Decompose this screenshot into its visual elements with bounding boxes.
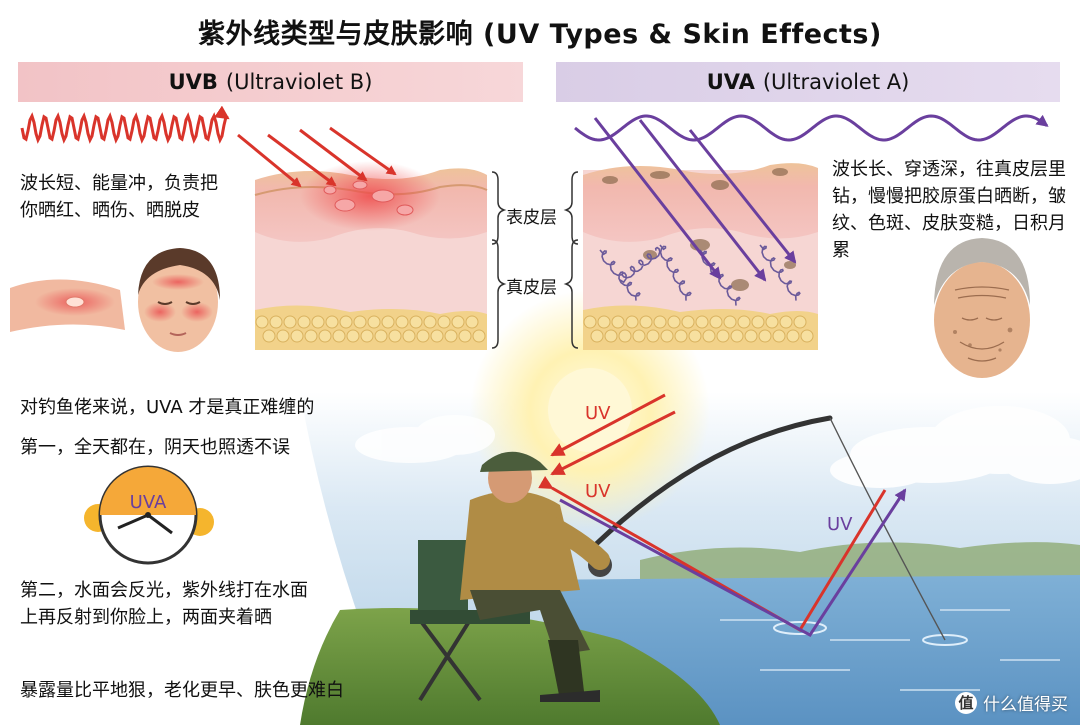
uva-skin-cross-section	[583, 163, 818, 350]
sunburned-arm	[10, 279, 125, 332]
epidermis-label: 表皮层	[506, 208, 557, 228]
uv-reflected-rays	[538, 475, 907, 637]
watermark-logo-icon: 值	[955, 691, 977, 714]
fishing-point-2: 第二，水面会反光，紫外线打在水面上再反射到你脸上，两面夹着晒	[20, 580, 308, 628]
cloud-icon	[830, 406, 1080, 488]
uva-description: 波长长、穿透深，往真皮层里钻，慢慢把胶原蛋白晒断，皱纹、色斑、皮肤变糙，日积月累	[832, 159, 1066, 261]
uvb-header-rest: (Ultraviolet B)	[225, 70, 373, 94]
page-title: 紫外线类型与皮肤影响 (UV Types & Skin Effects)	[198, 19, 882, 50]
uv-ray-label: UV	[585, 403, 611, 424]
uv-direct-rays	[550, 393, 676, 476]
fishing-intro: 对钓鱼佬来说，UVA 才是真正难缠的	[20, 397, 315, 418]
layer-brackets	[491, 171, 579, 349]
fishing-scene: UV UV UV	[300, 290, 1080, 725]
uva-header: UVA (Ultraviolet A)	[556, 62, 1060, 102]
sunburned-face	[138, 248, 220, 352]
uv-ray-label: UV	[585, 481, 611, 502]
watermark: 值 什么值得买	[955, 690, 1068, 715]
uva-wave-icon	[574, 114, 1049, 142]
dermis-label: 真皮层	[506, 278, 557, 298]
aged-face	[934, 238, 1030, 378]
uvb-wave-icon	[20, 105, 230, 144]
uva-header-rest: (Ultraviolet A)	[762, 70, 910, 94]
clock-label: UVA	[130, 492, 167, 513]
uvb-skin-cross-section	[254, 161, 488, 350]
fishing-point-1: 第一，全天都在，阴天也照透不误	[20, 437, 290, 458]
folding-chair	[410, 540, 530, 702]
fishing-rod	[582, 415, 833, 558]
grass-bank	[300, 608, 720, 725]
uvb-incoming-rays	[237, 126, 397, 188]
fisherman	[460, 451, 610, 702]
uvb-description: 波长短、能量冲，负责把你晒红、晒伤、晒脱皮	[20, 173, 218, 221]
uva-penetrating-rays	[593, 117, 797, 282]
sun-icon	[548, 368, 632, 452]
uva-header-bold: UVA	[706, 70, 755, 94]
fishing-summary: 暴露量比平地狠，老化更早、肤色更难白	[20, 680, 344, 701]
watermark-text: 什么值得买	[983, 695, 1068, 715]
uv-ray-label: UV	[827, 514, 853, 535]
cap-icon	[480, 451, 548, 472]
clock-icon: UVA	[84, 465, 214, 565]
uvb-header-bold: UVB	[168, 70, 218, 94]
uvb-header: UVB (Ultraviolet B)	[18, 62, 523, 102]
